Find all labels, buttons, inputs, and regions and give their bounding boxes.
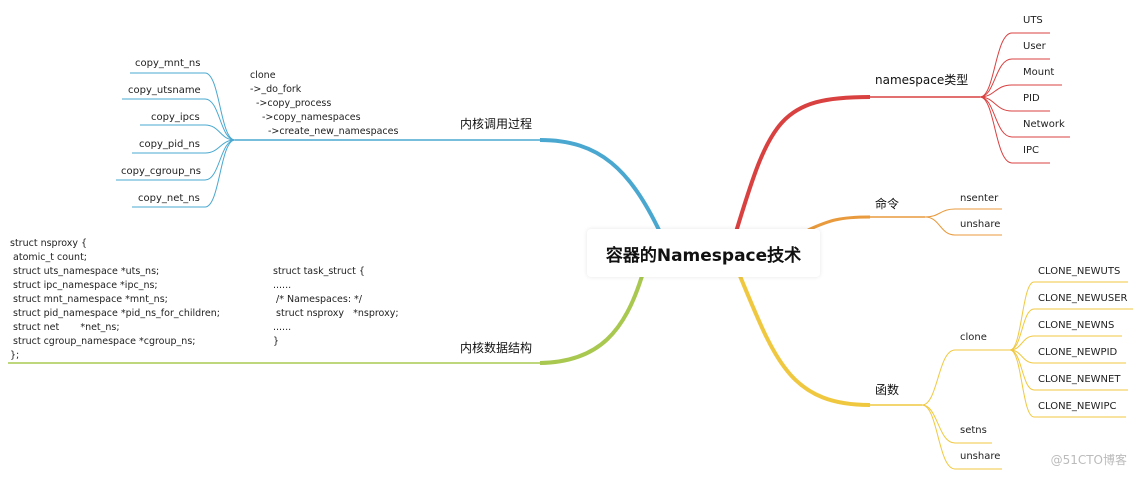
call-chain-line: ->copy_process bbox=[256, 98, 332, 109]
branch-kernel-calls[interactable]: 内核调用过程 bbox=[460, 117, 533, 131]
nsproxy-line: struct ipc_namespace *ipc_ns; bbox=[10, 280, 158, 291]
copy-ipcs[interactable]: copy_ipcs bbox=[151, 112, 200, 123]
call-chain-line: ->create_new_namespaces bbox=[268, 126, 399, 137]
task-struct-line: ...... bbox=[273, 280, 292, 291]
function-clone[interactable]: clone bbox=[960, 332, 987, 343]
flag-clone-newipc[interactable]: CLONE_NEWIPC bbox=[1038, 401, 1117, 412]
branch-functions[interactable]: 函数 bbox=[875, 383, 900, 397]
flag-clone-newns[interactable]: CLONE_NEWNS bbox=[1038, 320, 1115, 331]
call-chain-line: ->copy_namespaces bbox=[262, 112, 361, 123]
copy-utsname[interactable]: copy_utsname bbox=[128, 85, 201, 96]
type-uts[interactable]: UTS bbox=[1023, 15, 1043, 26]
flag-clone-newpid[interactable]: CLONE_NEWPID bbox=[1038, 347, 1118, 358]
nsproxy-line: atomic_t count; bbox=[10, 252, 87, 263]
task-struct-line: struct task_struct { bbox=[273, 266, 365, 277]
task-struct-line: } bbox=[273, 336, 280, 347]
type-mount[interactable]: Mount bbox=[1023, 67, 1055, 78]
copy-net-ns[interactable]: copy_net_ns bbox=[138, 193, 200, 204]
flag-clone-newnet[interactable]: CLONE_NEWNET bbox=[1038, 374, 1121, 385]
type-user[interactable]: User bbox=[1023, 41, 1046, 52]
type-ipc[interactable]: IPC bbox=[1023, 145, 1039, 156]
nsproxy-line: }; bbox=[10, 350, 20, 361]
function-unshare[interactable]: unshare bbox=[960, 451, 1001, 462]
command-unshare[interactable]: unshare bbox=[960, 219, 1001, 230]
nsproxy-line: struct uts_namespace *uts_ns; bbox=[10, 266, 160, 277]
flag-clone-newuts[interactable]: CLONE_NEWUTS bbox=[1038, 266, 1121, 277]
task-struct-line: /* Namespaces: */ bbox=[273, 294, 363, 305]
nsproxy-line: struct nsproxy { bbox=[10, 238, 88, 249]
branch-kernel-data[interactable]: 内核数据结构 bbox=[460, 341, 533, 355]
nsproxy-line: struct cgroup_namespace *cgroup_ns; bbox=[10, 336, 196, 347]
nsproxy-line: struct mnt_namespace *mnt_ns; bbox=[10, 294, 168, 305]
nsproxy-line: struct pid_namespace *pid_ns_for_childre… bbox=[10, 308, 220, 319]
copy-mnt-ns[interactable]: copy_mnt_ns bbox=[135, 58, 201, 69]
task-struct-line: ...... bbox=[273, 322, 292, 333]
function-setns[interactable]: setns bbox=[960, 425, 987, 436]
central-topic[interactable]: 容器的Namespace技术 bbox=[587, 229, 820, 277]
flag-clone-newuser[interactable]: CLONE_NEWUSER bbox=[1038, 293, 1128, 304]
task-struct-line: struct nsproxy *nsproxy; bbox=[273, 308, 399, 319]
type-network[interactable]: Network bbox=[1023, 119, 1065, 130]
watermark: @51CTO博客 bbox=[1050, 453, 1127, 467]
copy-pid-ns[interactable]: copy_pid_ns bbox=[139, 139, 200, 150]
branch-namespace-types[interactable]: namespace类型 bbox=[875, 73, 969, 87]
command-nsenter[interactable]: nsenter bbox=[960, 193, 999, 204]
type-pid[interactable]: PID bbox=[1023, 93, 1040, 104]
call-chain-line: clone bbox=[250, 70, 276, 81]
branch-commands[interactable]: 命令 bbox=[875, 197, 900, 211]
nsproxy-line: struct net *net_ns; bbox=[10, 322, 120, 333]
call-chain-line: ->_do_fork bbox=[250, 84, 302, 95]
copy-cgroup-ns[interactable]: copy_cgroup_ns bbox=[121, 166, 201, 177]
